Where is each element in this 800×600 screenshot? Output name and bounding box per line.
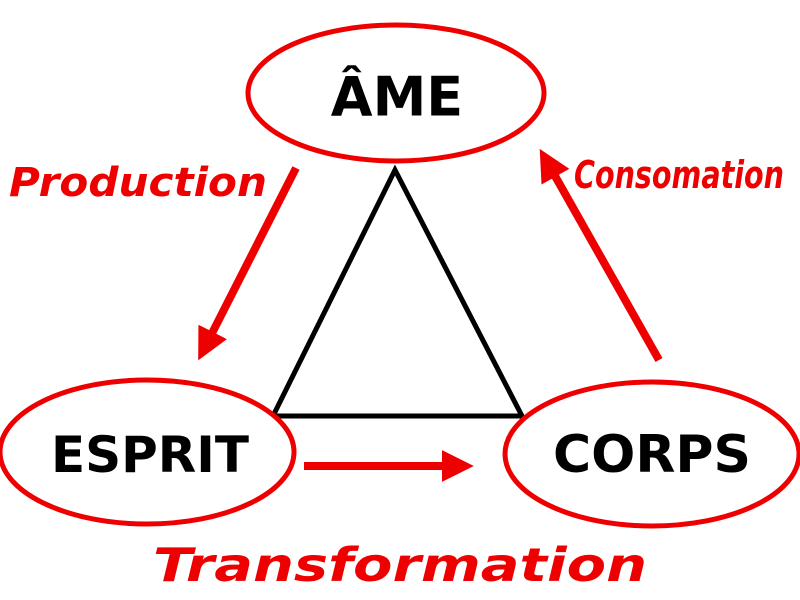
corps-node [502, 379, 800, 529]
consomation-arrow [539, 148, 663, 362]
central-triangle [268, 164, 527, 419]
ame-label: ÂME [331, 66, 463, 129]
corps-label: CORPS [553, 425, 751, 485]
production-arrow [198, 166, 300, 361]
esprit-label: ESPRIT [51, 426, 249, 484]
ame-node [245, 22, 547, 164]
esprit-node [0, 377, 297, 527]
transformation-label: Transformation [153, 538, 647, 592]
production-label: Production [9, 160, 267, 206]
consomation-label: Consomation [574, 153, 784, 197]
